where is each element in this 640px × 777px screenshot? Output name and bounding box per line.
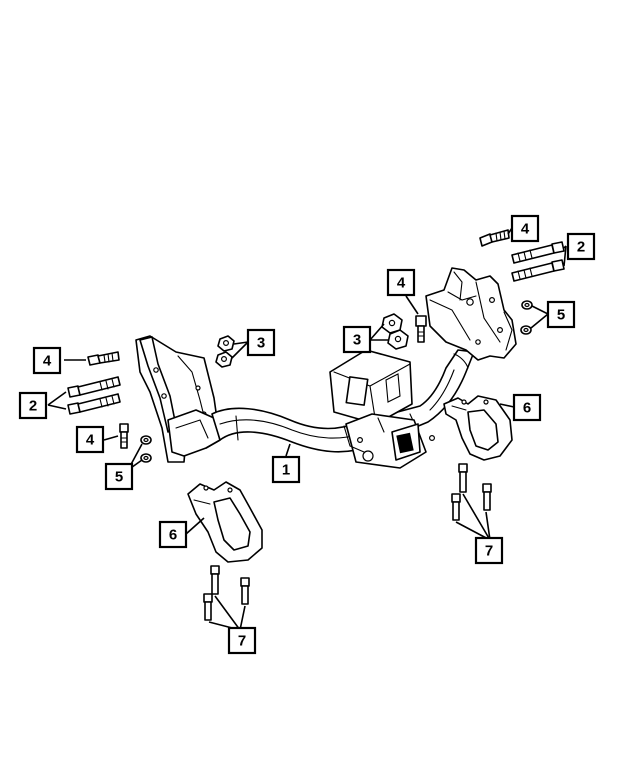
- bolt-long-right: [511, 241, 565, 282]
- svg-text:2: 2: [577, 239, 585, 256]
- callout-3-center: 3: [342, 325, 372, 354]
- right-mounting-bracket: [425, 267, 517, 361]
- callout-6-left: 6: [158, 520, 188, 549]
- nut-center: [381, 313, 409, 350]
- svg-text:7: 7: [238, 633, 246, 650]
- tow-hook-bolts-left: [203, 565, 250, 621]
- bolt-short-left-top: [87, 351, 120, 366]
- callout-7-right: 7: [474, 536, 504, 565]
- callout-7-left: 7: [227, 626, 257, 655]
- washer-right: [520, 300, 533, 335]
- svg-text:4: 4: [43, 353, 52, 370]
- svg-text:4: 4: [397, 275, 406, 292]
- svg-text:3: 3: [353, 332, 361, 349]
- bolt-short-right-top: [479, 229, 510, 247]
- svg-text:7: 7: [485, 543, 493, 560]
- bolt-short-left-bottom: [119, 423, 129, 449]
- nut-left: [215, 335, 235, 368]
- callout-4-right-top: 4: [510, 214, 540, 243]
- callout-2-right: 2: [566, 232, 596, 261]
- callout-4-left-bottom: 4: [75, 425, 105, 454]
- svg-text:4: 4: [86, 432, 95, 449]
- callout-4-center: 4: [386, 268, 416, 297]
- tow-hook-left: [187, 481, 263, 563]
- bolt-long-left: [67, 376, 121, 415]
- hitch-receiver-assembly: [135, 267, 517, 469]
- callout-3-left: 3: [246, 328, 276, 357]
- svg-text:4: 4: [521, 221, 530, 238]
- bolt-short-center: [415, 315, 427, 343]
- svg-text:5: 5: [557, 307, 565, 324]
- tow-hook-right: [443, 395, 513, 461]
- svg-text:5: 5: [115, 469, 123, 486]
- svg-text:3: 3: [257, 335, 265, 352]
- svg-text:6: 6: [523, 400, 531, 417]
- svg-text:1: 1: [282, 462, 290, 479]
- callout-4-left-top: 4: [32, 346, 62, 375]
- callout-1: 1: [271, 455, 301, 484]
- left-mounting-bracket: [135, 335, 221, 463]
- callout-6-right: 6: [512, 393, 542, 422]
- tow-hook-bolts-right: [451, 463, 492, 521]
- callout-2-left: 2: [18, 391, 48, 420]
- callout-5-right: 5: [546, 300, 576, 329]
- washer-left: [140, 435, 152, 463]
- svg-text:6: 6: [169, 527, 177, 544]
- callout-5-left: 5: [104, 462, 134, 491]
- svg-text:2: 2: [29, 398, 37, 415]
